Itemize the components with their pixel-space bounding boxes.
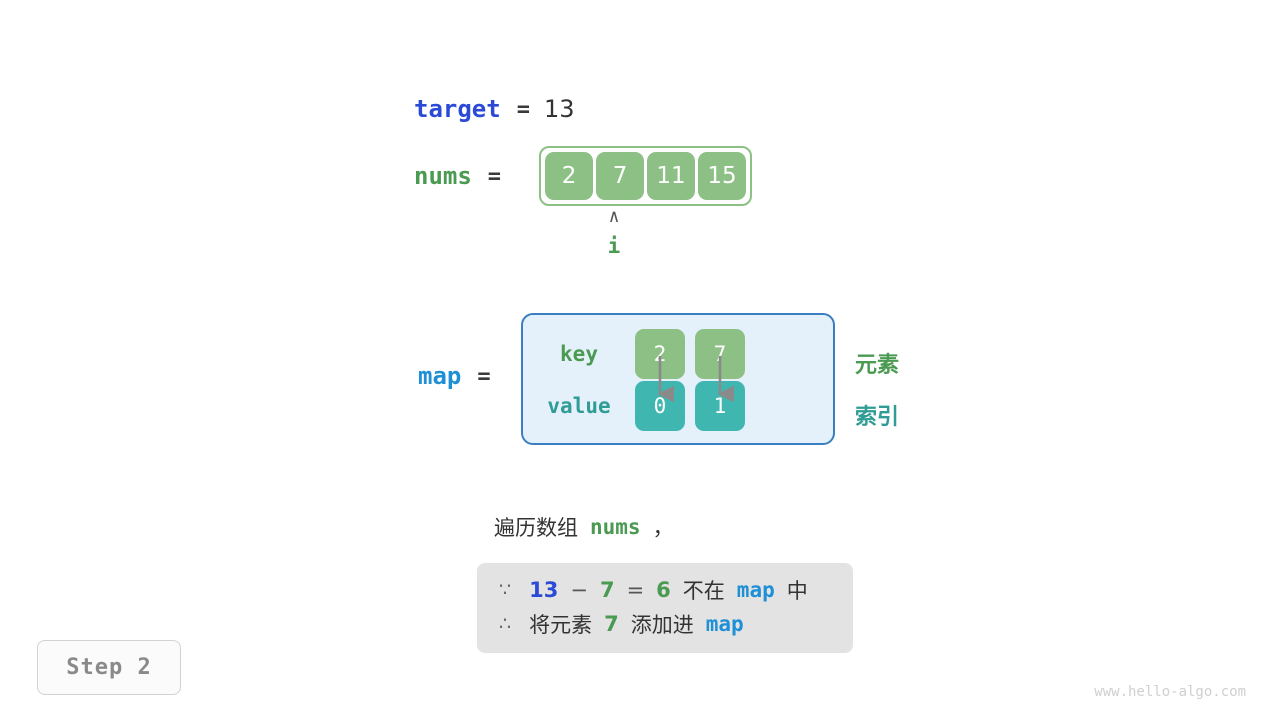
map-row-label: map =	[418, 362, 491, 390]
expr-zhong-text: 中	[786, 579, 808, 603]
map-key-cell: 7	[695, 329, 745, 379]
caption-keyword-nums: nums	[590, 515, 641, 539]
expr-result-value: 6	[656, 578, 671, 602]
expr-map-keyword: map	[736, 578, 775, 602]
target-row: target = 13	[414, 92, 575, 126]
watermark: www.hello-algo.com	[1094, 684, 1246, 700]
step-badge: Step 2	[37, 640, 181, 695]
explanation-line-2: ∴ 将元素 7 添加进 map	[477, 607, 853, 641]
pointer-caret-icon: ∧	[608, 206, 620, 227]
action-map-keyword: map	[705, 612, 744, 636]
expr-target-value: 13	[529, 578, 559, 602]
nums-cell: 15	[698, 152, 747, 200]
nums-row: nums = 2 7 11 15	[414, 146, 753, 206]
map-value-label: value	[547, 394, 611, 418]
nums-array: 2 7 11 15	[539, 146, 753, 206]
pointer-label: i	[607, 234, 621, 258]
map-key-label: key	[560, 342, 598, 366]
map-key-cells: 2 7	[635, 329, 745, 379]
action-text-before: 将元素	[529, 613, 593, 637]
legend-element-label: 元素	[855, 353, 900, 378]
map-value-row: value 0 1	[523, 380, 833, 432]
caption-suffix: ，	[652, 516, 674, 540]
nums-cell: 11	[647, 152, 696, 200]
index-pointer: ∧ i	[592, 206, 636, 259]
legend-index-label: 索引	[855, 405, 900, 430]
action-value: 7	[604, 612, 619, 636]
caption-prefix: 遍历数组	[494, 516, 578, 540]
map-value-cell: 1	[695, 381, 745, 431]
map-value-cells: 0 1	[635, 381, 745, 431]
map-variable-label: map	[418, 362, 462, 390]
map-equals-sign: =	[477, 363, 491, 389]
because-symbol: ∵	[499, 579, 512, 601]
target-equals-sign: =	[516, 96, 530, 122]
nums-equals-sign: =	[487, 163, 502, 189]
map-key-row: key 2 7	[523, 328, 833, 380]
expr-current-value: 7	[599, 578, 615, 602]
target-variable-label: target	[414, 95, 501, 123]
nums-variable-label: nums	[414, 162, 472, 190]
caption-line: 遍历数组 nums ，	[494, 512, 674, 542]
explanation-box: ∵ 13 − 7 = 6 不在 map 中 ∴ 将元素 7 添加进 map	[477, 563, 853, 653]
target-value: 13	[543, 95, 575, 123]
nums-cell: 2	[545, 152, 594, 200]
expr-not-in-text: 不在	[682, 579, 725, 603]
nums-cell: 7	[596, 152, 645, 200]
map-grid: key 2 7 value 0 1	[523, 315, 833, 443]
map-key-cell: 2	[635, 329, 685, 379]
expr-equals-sign: =	[626, 578, 645, 602]
map-container: key 2 7 value 0 1	[521, 313, 835, 445]
action-text-after: 添加进	[630, 613, 694, 637]
explanation-line-1: ∵ 13 − 7 = 6 不在 map 中	[477, 573, 853, 607]
expr-minus-sign: −	[570, 578, 588, 602]
therefore-symbol: ∴	[499, 613, 512, 635]
map-value-cell: 0	[635, 381, 685, 431]
map-side-legend: 元素 索引	[855, 337, 935, 441]
